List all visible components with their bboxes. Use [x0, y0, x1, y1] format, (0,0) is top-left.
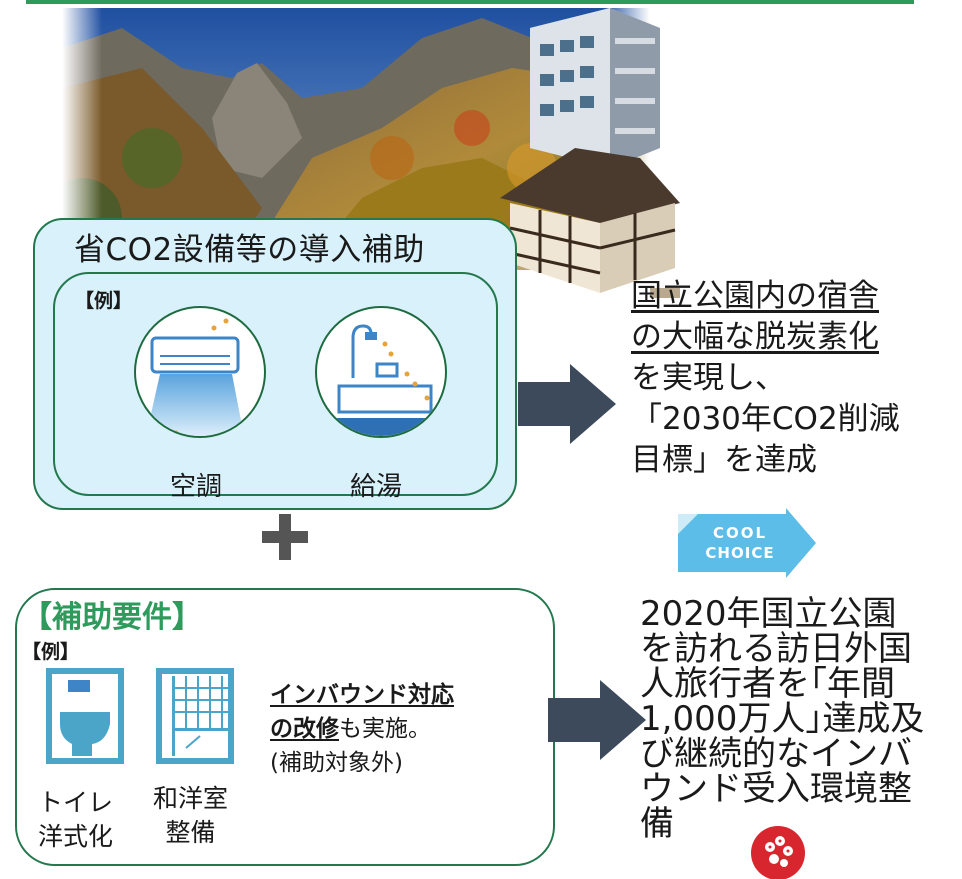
- equipment-examples-panel: [53, 272, 498, 496]
- air-conditioner-icon: [134, 306, 266, 438]
- water-heater-label: 給湯: [350, 472, 403, 502]
- equipment-subsidy-title: 省CO2設備等の導入補助: [74, 232, 425, 268]
- inbound-goal-text: 2020年国立公園 を訪れる訪日外国 人旅行者を｢年間 1,000万人｣達成及 …: [640, 594, 925, 844]
- toilet-icon: [46, 668, 124, 764]
- requirement-title: 【補助要件】: [22, 600, 202, 635]
- room-label: 和洋室 整備: [153, 784, 229, 847]
- svg-text:COOL: COOL: [713, 524, 767, 542]
- decarbonization-result-text: 国立公園内の宿舎 の大幅な脱炭素化 を実現し、 「2030年CO2削減 目標」を…: [631, 278, 900, 478]
- cherry-blossom-logo: [751, 826, 805, 879]
- toilet-label: トイレ 洋式化: [38, 788, 114, 851]
- air-conditioner-label: 空調: [170, 472, 223, 502]
- room-window-icon: [156, 668, 234, 764]
- example-label: 【例】: [75, 290, 133, 312]
- cool-choice-logo: COOL CHOICE: [678, 508, 816, 578]
- top-divider: [26, 0, 914, 4]
- water-heater-bath-icon: [315, 306, 447, 438]
- lodging-buildings-illustration: [500, 8, 680, 298]
- result-arrow-top: [518, 364, 616, 444]
- inbound-renovation-text: インバウンド対応 の改修も実施。 (補助対象外): [270, 682, 454, 776]
- requirement-example-label: 【例】: [22, 641, 80, 663]
- svg-text:CHOICE: CHOICE: [705, 544, 774, 562]
- plus-icon: [262, 514, 308, 560]
- result-arrow-bottom: [548, 680, 646, 760]
